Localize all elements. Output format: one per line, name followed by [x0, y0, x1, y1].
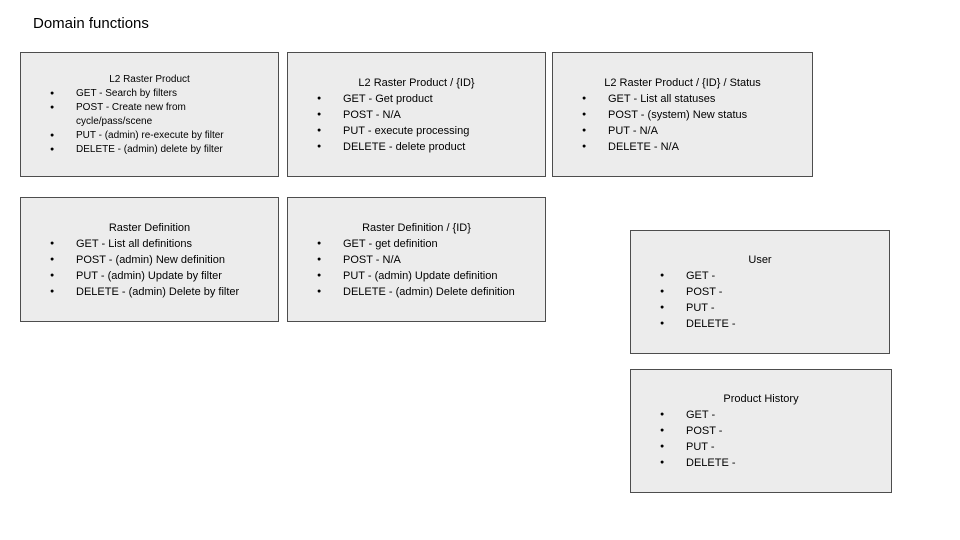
- method-item: POST - Create new from cycle/pass/scene: [49, 101, 248, 129]
- card-title: Raster Definition / {ID}: [362, 221, 471, 234]
- method-item: PUT - N/A: [581, 123, 782, 139]
- method-item: DELETE - delete product: [316, 139, 515, 155]
- method-item: PUT -: [659, 439, 861, 455]
- card-title: L2 Raster Product: [109, 73, 190, 85]
- method-list: GET - List all definitionsPOST - (admin)…: [21, 236, 278, 300]
- method-list: GET -POST -PUT -DELETE -: [631, 407, 891, 471]
- method-item: PUT - (admin) Update definition: [316, 268, 515, 284]
- card-title: Raster Definition: [108, 221, 191, 234]
- card-raster-definition: Raster Definition GET - List all definit…: [20, 197, 279, 322]
- method-item: DELETE - N/A: [581, 139, 782, 155]
- card-title: Product History: [723, 393, 799, 405]
- method-item: DELETE - (admin) Delete by filter: [49, 284, 248, 300]
- method-list: GET - Search by filtersPOST - Create new…: [21, 87, 278, 157]
- method-item: PUT - (admin) re-execute by filter: [49, 129, 248, 143]
- method-list: GET -POST -PUT -DELETE -: [631, 268, 889, 332]
- card-raster-definition-id: Raster Definition / {ID} GET - get defin…: [287, 197, 546, 322]
- method-item: GET - Get product: [316, 91, 515, 107]
- card-title: L2 Raster Product / {ID} / Status: [604, 76, 761, 89]
- method-item: GET -: [659, 407, 861, 423]
- method-item: POST -: [659, 423, 861, 439]
- method-item: GET - Search by filters: [49, 87, 248, 101]
- method-item: GET - List all statuses: [581, 91, 782, 107]
- method-item: GET -: [659, 268, 859, 284]
- method-item: DELETE -: [659, 316, 859, 332]
- method-item: GET - List all definitions: [49, 236, 248, 252]
- method-item: PUT -: [659, 300, 859, 316]
- method-item: POST - N/A: [316, 107, 515, 123]
- card-title: User: [748, 254, 772, 266]
- method-list: GET - List all statusesPOST - (system) N…: [553, 91, 812, 155]
- card-title: L2 Raster Product / {ID}: [358, 76, 475, 89]
- method-item: DELETE - (admin) delete by filter: [49, 143, 248, 157]
- method-item: POST - N/A: [316, 252, 515, 268]
- method-item: DELETE -: [659, 455, 861, 471]
- method-item: DELETE - (admin) Delete definition: [316, 284, 515, 300]
- method-item: GET - get definition: [316, 236, 515, 252]
- method-item: POST - (admin) New definition: [49, 252, 248, 268]
- method-list: GET - get definitionPOST - N/APUT - (adm…: [288, 236, 545, 300]
- method-item: POST - (system) New status: [581, 107, 782, 123]
- card-user: User GET -POST -PUT -DELETE -: [630, 230, 890, 354]
- card-product-history: Product History GET -POST -PUT -DELETE -: [630, 369, 892, 493]
- card-l2-raster-product-id-status: L2 Raster Product / {ID} / Status GET - …: [552, 52, 813, 177]
- method-item: POST -: [659, 284, 859, 300]
- method-item: PUT - execute processing: [316, 123, 515, 139]
- card-l2-raster-product-id: L2 Raster Product / {ID} GET - Get produ…: [287, 52, 546, 177]
- method-list: GET - Get productPOST - N/APUT - execute…: [288, 91, 545, 155]
- method-item: PUT - (admin) Update by filter: [49, 268, 248, 284]
- page-title: Domain functions: [33, 15, 149, 32]
- card-l2-raster-product: L2 Raster Product GET - Search by filter…: [20, 52, 279, 177]
